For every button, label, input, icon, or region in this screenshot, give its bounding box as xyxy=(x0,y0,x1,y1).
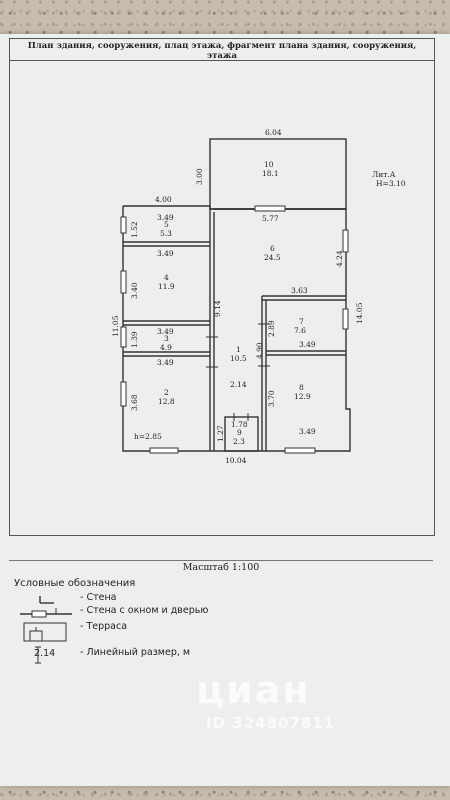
header-line-2: этажа xyxy=(206,51,238,61)
dim-corridor-mid: 4.90 xyxy=(255,342,264,359)
watermark-id: ID 324807811 xyxy=(206,714,336,732)
dim-r7-top: 3.63 xyxy=(291,286,308,295)
dim-r9-side: 1.27 xyxy=(216,425,225,442)
legend-window-door-label: - Стена с окном и дверью xyxy=(80,605,209,616)
room-3-area: 4.9 xyxy=(160,343,172,352)
room-7-area: 7.6 xyxy=(294,326,306,335)
legend-title: Условные обозначения xyxy=(14,578,136,589)
watermark: циан ID 324807811 xyxy=(196,668,334,732)
dim-r2-width: 3.49 xyxy=(157,358,174,367)
ceiling-height: h=2.85 xyxy=(134,432,162,441)
room-3-number: 3 xyxy=(164,334,169,343)
room-8-area: 12.9 xyxy=(294,392,311,401)
room-5-number: 5 xyxy=(164,220,169,229)
document-sheet xyxy=(0,34,450,786)
window-door-symbol-icon xyxy=(20,608,72,618)
room-9-number: 9 xyxy=(237,428,242,437)
room-5-area: 5.3 xyxy=(160,229,172,238)
dim-r5-width: 3.49 xyxy=(157,213,174,222)
dim-r2-side: 3.68 xyxy=(130,394,139,411)
room-6-area: 24.5 xyxy=(264,253,281,262)
dim-r8-side: 3.70 xyxy=(267,390,276,407)
dim-right-height: 14.05 xyxy=(355,302,364,324)
room-10-number: 10 xyxy=(264,160,274,169)
dim-room10-height: 3.00 xyxy=(195,168,204,185)
wall-symbol-icon xyxy=(39,596,54,604)
dim-corridor-length: 9.14 xyxy=(213,300,222,317)
room-6-number: 6 xyxy=(270,244,275,253)
dim-r6-side: 4.24 xyxy=(335,250,344,267)
dim-r6-top: 5.77 xyxy=(262,214,279,223)
dim-r3-side: 1.39 xyxy=(130,331,139,348)
legend-wall-label: - Стена xyxy=(80,592,117,603)
room-7-number: 7 xyxy=(299,317,304,326)
room-8-number: 8 xyxy=(299,383,304,392)
header-line-1: План здания, сооружения, плац этажа, фра… xyxy=(27,41,417,51)
dim-r5-side: 1.52 xyxy=(130,221,139,238)
room-4-area: 11.9 xyxy=(158,282,175,291)
room-2-area: 12.8 xyxy=(158,397,175,406)
dim-r9-width: 1.78 xyxy=(231,420,248,429)
room-9-area: 2.3 xyxy=(233,437,245,446)
legend-terrace-label: - Терраса xyxy=(80,621,128,632)
room-2-number: 2 xyxy=(164,388,169,397)
liter-height: Н=3.10 xyxy=(376,179,406,188)
dim-corridor-width: 2.14 xyxy=(230,380,247,389)
dim-r4-side: 3.40 xyxy=(130,282,139,299)
room-1-area: 10.5 xyxy=(230,354,247,363)
dim-r7-side: 2.89 xyxy=(267,320,276,337)
dim-bottom-total: 10.04 xyxy=(225,456,247,465)
plan-header: План здания, сооружения, плац этажа, фра… xyxy=(10,39,434,61)
dim-r8-bottom: 3.49 xyxy=(299,427,316,436)
dim-r8-top: 3.49 xyxy=(299,340,316,349)
room-4-number: 4 xyxy=(164,273,169,282)
room-10-area: 18.1 xyxy=(262,169,279,178)
plan-frame: План здания, сооружения, плац этажа, фра… xyxy=(9,38,435,536)
room-1-number: 1 xyxy=(236,345,241,354)
liter-label: Лит.А xyxy=(372,170,396,179)
dim-r4-width: 3.49 xyxy=(157,249,174,258)
dimension-symbol-icon xyxy=(35,646,41,664)
terrace-symbol-icon xyxy=(23,622,67,642)
dim-left-top: 4.00 xyxy=(155,195,172,204)
floor-plan: 6.04 3.00 4.00 11.05 10.04 14.05 3.49 1.… xyxy=(111,128,406,465)
dim-left-total: 11.05 xyxy=(111,315,120,337)
watermark-logo: циан xyxy=(196,668,311,712)
dimension-sample: 2.14 xyxy=(34,648,56,659)
dim-top-width: 6.04 xyxy=(265,128,282,137)
scale-line: Масштаб 1:100 xyxy=(9,560,433,573)
legend-dimension-label: - Линейный размер, м xyxy=(80,647,191,658)
dim-r3-width: 3.49 xyxy=(157,327,174,336)
house-outline xyxy=(122,205,351,452)
scale-label: Масштаб 1:100 xyxy=(182,562,260,573)
